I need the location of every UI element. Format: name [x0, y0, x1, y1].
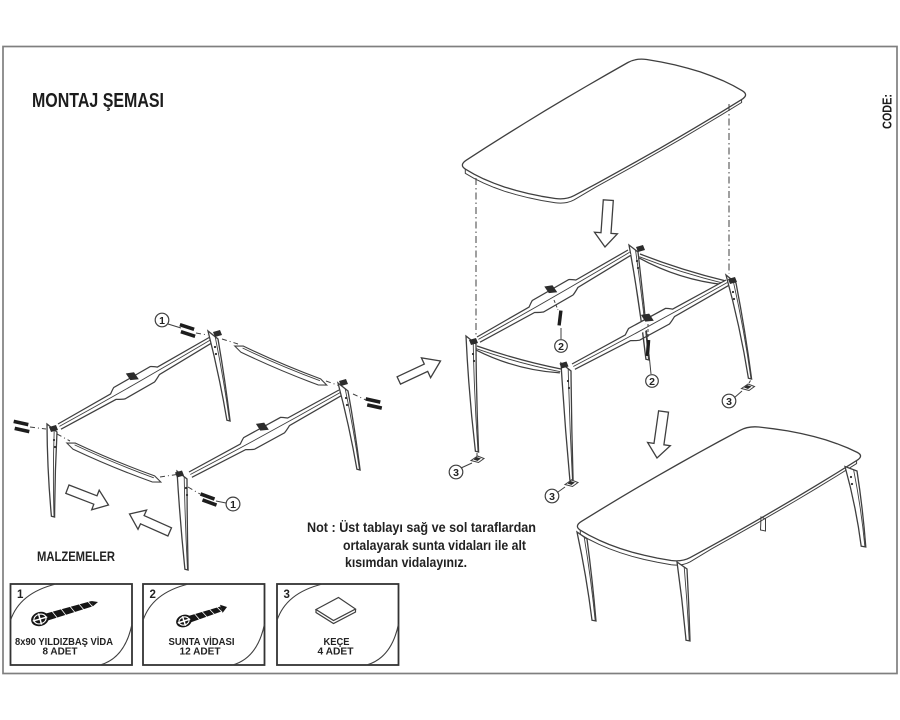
svg-text:3: 3	[549, 491, 555, 503]
svg-text:CODE:: CODE:	[881, 94, 895, 129]
svg-text:3: 3	[284, 589, 290, 601]
svg-text:SUNTA VİDASI: SUNTA VİDASI	[169, 635, 235, 648]
svg-text:2: 2	[649, 376, 655, 388]
svg-text:3: 3	[453, 467, 459, 479]
svg-text:1: 1	[159, 315, 165, 327]
svg-text:8x90 YILDIZBAŞ VİDA: 8x90 YILDIZBAŞ VİDA	[15, 635, 113, 648]
svg-text:12 ADET: 12 ADET	[180, 646, 222, 658]
svg-text:4 ADET: 4 ADET	[318, 646, 355, 658]
svg-text:KEÇE: KEÇE	[324, 636, 350, 648]
svg-text:2: 2	[150, 589, 156, 601]
svg-text:MONTAJ ŞEMASI: MONTAJ ŞEMASI	[32, 90, 164, 112]
svg-text:1: 1	[17, 589, 24, 601]
svg-text:ortalayarak sunta vidaları ile: ortalayarak sunta vidaları ile alt	[343, 538, 526, 553]
svg-text:2: 2	[558, 341, 564, 353]
svg-text:3: 3	[726, 396, 732, 408]
svg-text:kısımdan vidalayınız.: kısımdan vidalayınız.	[345, 555, 467, 570]
svg-text:MALZEMELER: MALZEMELER	[37, 548, 115, 564]
svg-text:1: 1	[230, 499, 236, 511]
svg-text:8 ADET: 8 ADET	[43, 646, 79, 658]
svg-text:Not : Üst tablayı sağ ve sol t: Not : Üst tablayı sağ ve sol taraflardan	[307, 520, 536, 535]
